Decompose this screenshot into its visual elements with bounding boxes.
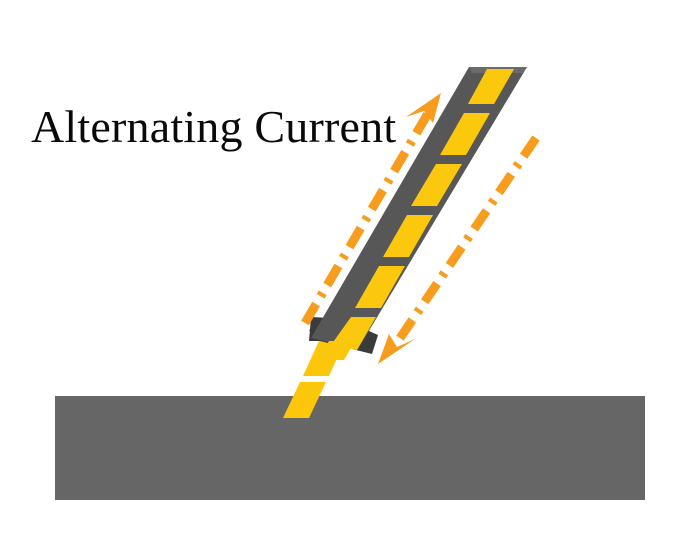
holder-segment [355, 266, 405, 308]
current-arrow-down [378, 135, 540, 364]
holder-segment [440, 113, 490, 155]
current-arrow-up [301, 93, 441, 326]
workpiece-base-plate [55, 396, 645, 500]
holder-segment [468, 69, 514, 104]
current-arrow-down-shaft [392, 135, 540, 347]
electrode-rod-in-jaw [318, 341, 355, 360]
current-arrow-down-head [378, 334, 415, 364]
electrode-rod-lower-segment [283, 382, 326, 418]
electrode-holder-group [309, 67, 527, 360]
holder-segment [383, 215, 433, 257]
holder-segment [411, 164, 462, 206]
current-arrow-up-head [406, 93, 441, 123]
